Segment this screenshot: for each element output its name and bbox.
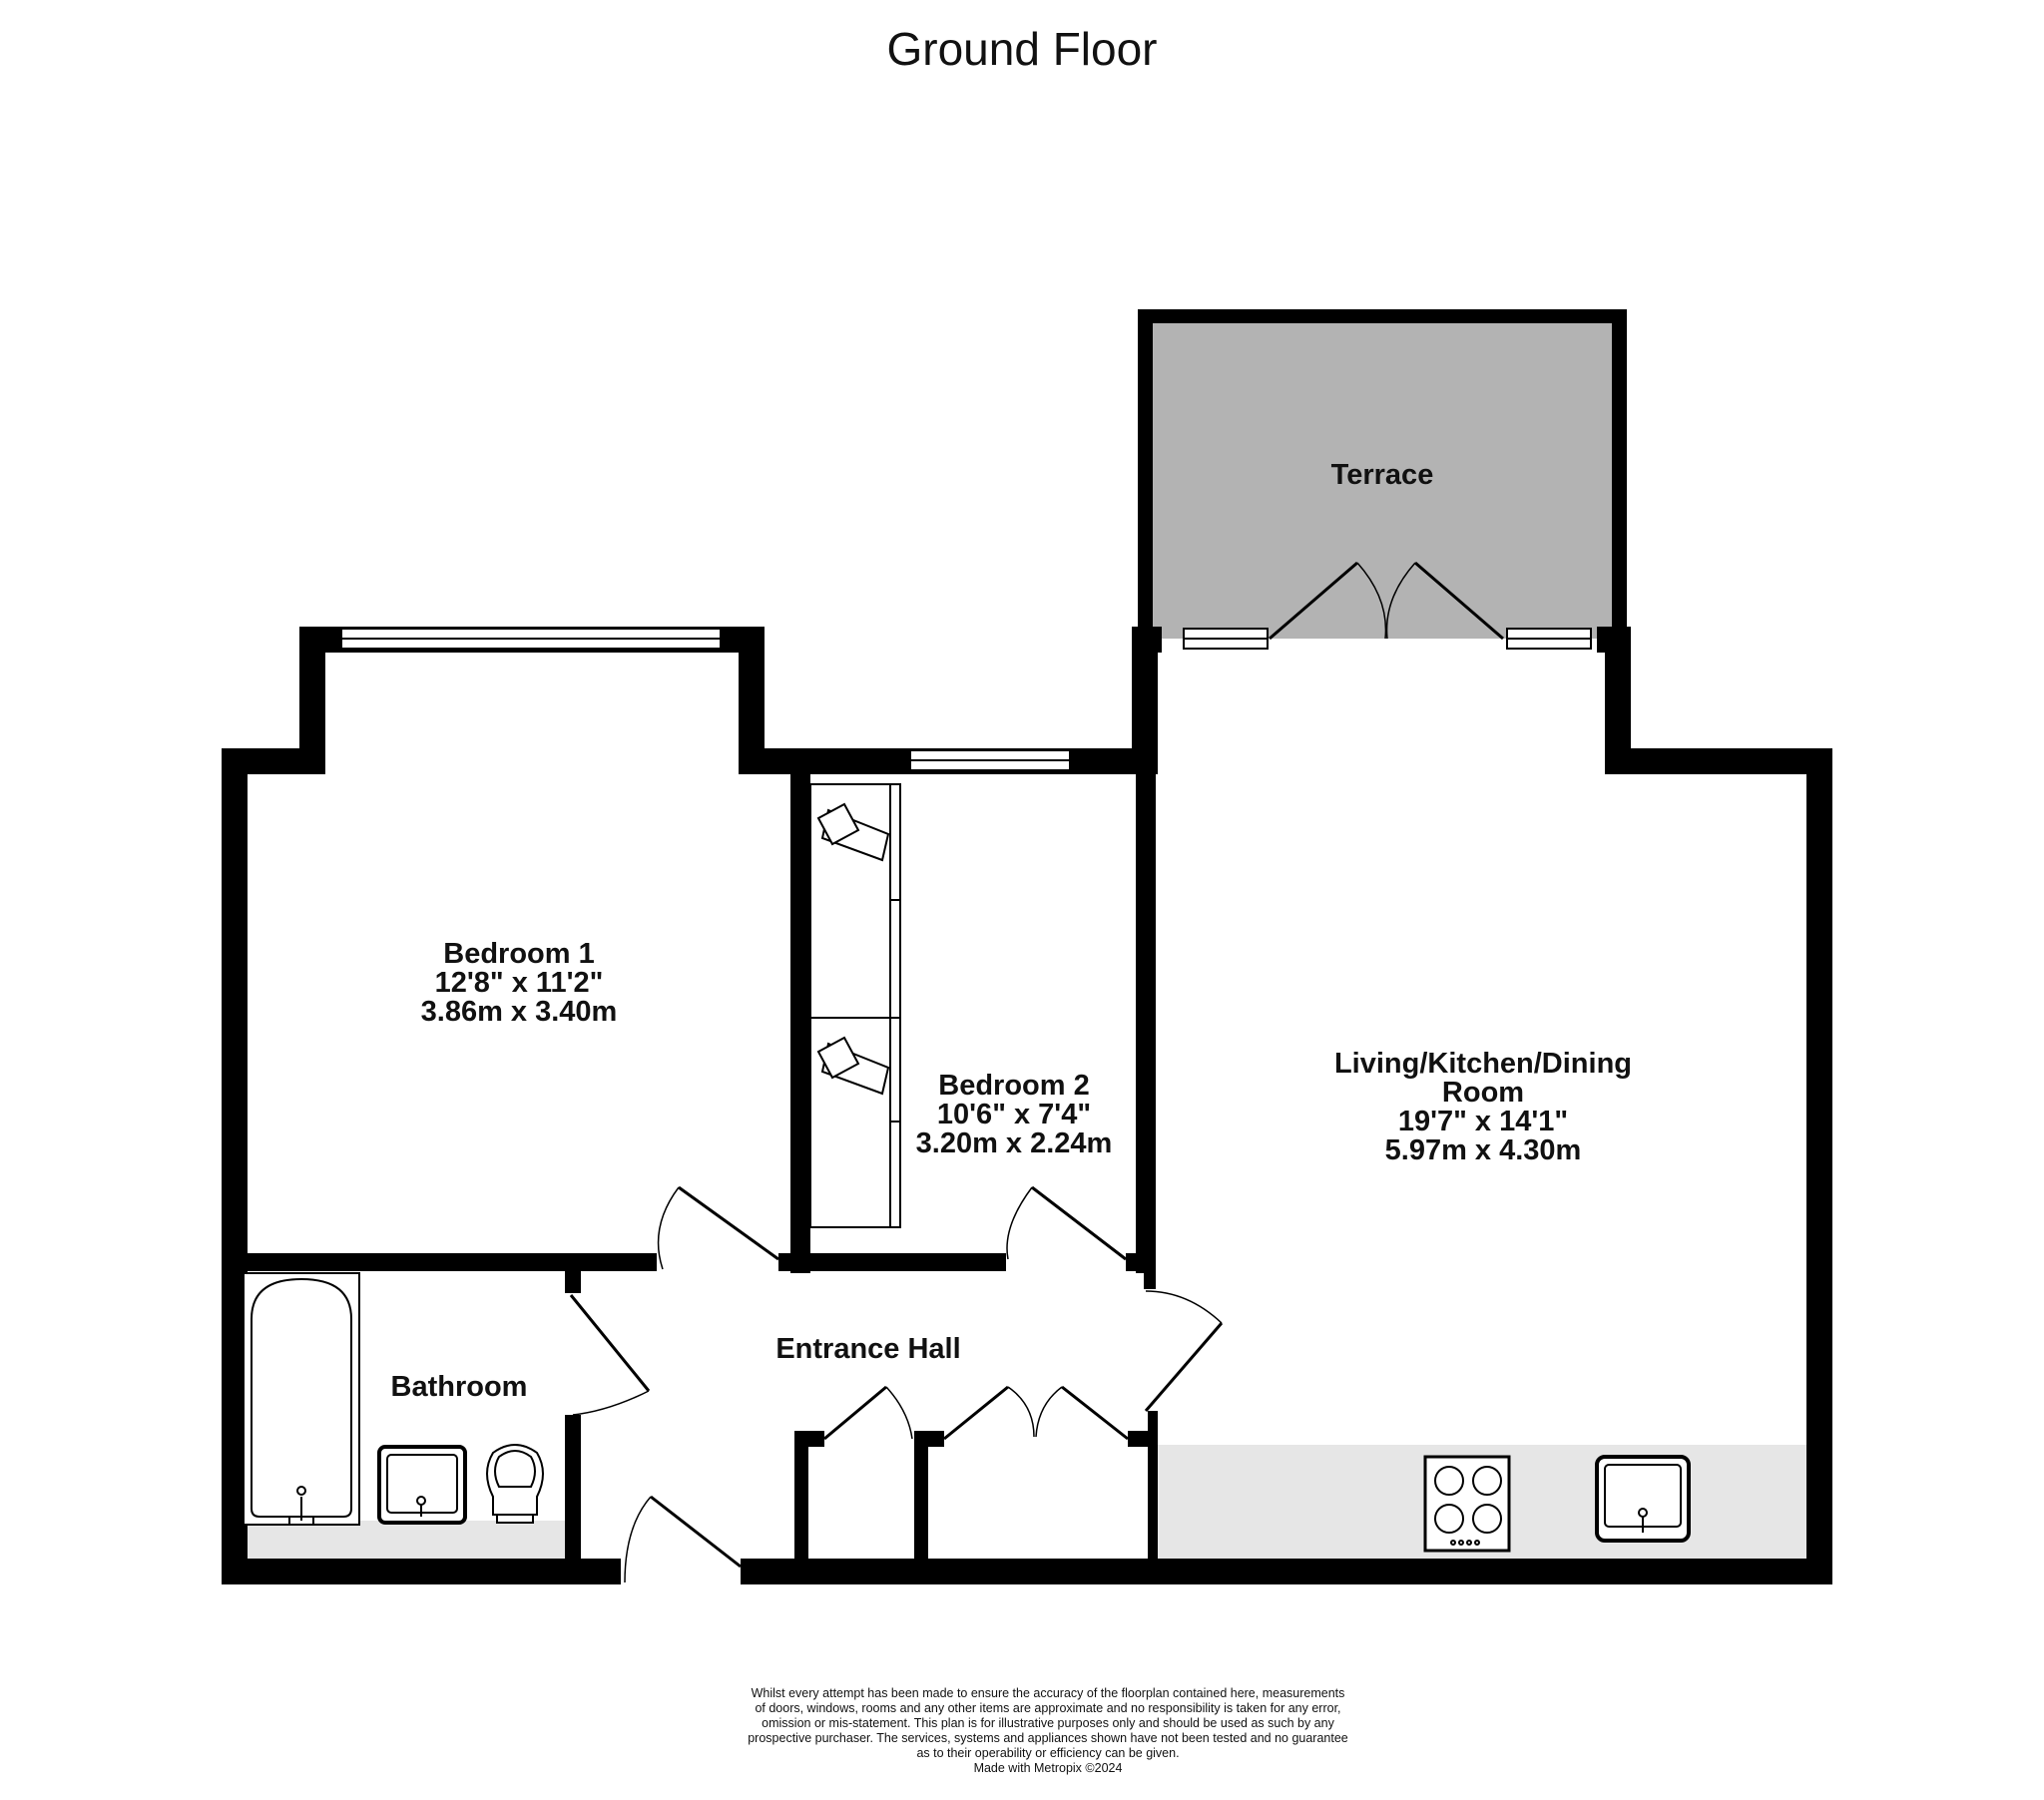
entrance-hall-name: Entrance Hall <box>775 1333 961 1365</box>
disclaimer: Whilst every attempt has been made to en… <box>699 1686 1397 1776</box>
disclaimer-credit: Made with Metropix ©2024 <box>973 1761 1123 1775</box>
bedroom1-imperial: 12'8" x 11'2" <box>434 967 604 999</box>
bedroom1-metric: 3.86m x 3.40m <box>420 996 618 1028</box>
living-metric: 5.97m x 4.30m <box>1384 1134 1582 1166</box>
bedroom2-label: Bedroom 2 10'6" x 7'4" 3.20m x 2.24m <box>874 1072 1154 1158</box>
living-name-line1: Living/Kitchen/Dining <box>1333 1048 1633 1080</box>
bathroom-counter <box>248 1521 565 1559</box>
plan-title: Ground Floor <box>886 23 1158 75</box>
entrance-hall-label: Entrance Hall <box>719 1335 1018 1364</box>
disclaimer-line: as to their operability or efficiency ca… <box>916 1746 1180 1760</box>
wardrobes <box>809 783 901 1228</box>
toilet <box>486 1444 544 1524</box>
disclaimer-line: Whilst every attempt has been made to en… <box>751 1686 1345 1700</box>
bathroom-name: Bathroom <box>390 1371 528 1403</box>
disclaimer-line: omission or mis-statement. This plan is … <box>762 1716 1334 1730</box>
living-imperial: 19'7" x 14'1" <box>1397 1106 1569 1137</box>
bedroom1-name: Bedroom 1 <box>443 938 595 970</box>
bedroom1-label: Bedroom 1 12'8" x 11'2" 3.86m x 3.40m <box>359 940 679 1027</box>
doors <box>569 561 1504 1583</box>
terrace-area <box>1138 309 1627 639</box>
bath-fixture <box>243 1272 360 1526</box>
bedroom2-name: Bedroom 2 <box>938 1070 1090 1102</box>
living-name-line2: Room <box>1441 1077 1525 1109</box>
bathroom-sink <box>377 1445 467 1525</box>
bedroom2-metric: 3.20m x 2.24m <box>915 1127 1113 1159</box>
bathroom-label: Bathroom <box>359 1373 559 1402</box>
counters <box>248 1445 1806 1559</box>
terrace-name: Terrace <box>1330 459 1434 491</box>
disclaimer-line: prospective purchaser. The services, sys… <box>748 1731 1348 1745</box>
disclaimer-line: of doors, windows, rooms and any other i… <box>755 1701 1341 1715</box>
hob <box>1423 1455 1511 1553</box>
kitchen-sink <box>1595 1455 1691 1543</box>
windows <box>340 628 1592 771</box>
terrace-label: Terrace <box>1233 461 1532 490</box>
interior-walls <box>248 774 1158 1571</box>
bedroom2-imperial: 10'6" x 7'4" <box>936 1099 1092 1130</box>
living-label: Living/Kitchen/Dining Room 19'7" x 14'1"… <box>1293 1050 1673 1165</box>
